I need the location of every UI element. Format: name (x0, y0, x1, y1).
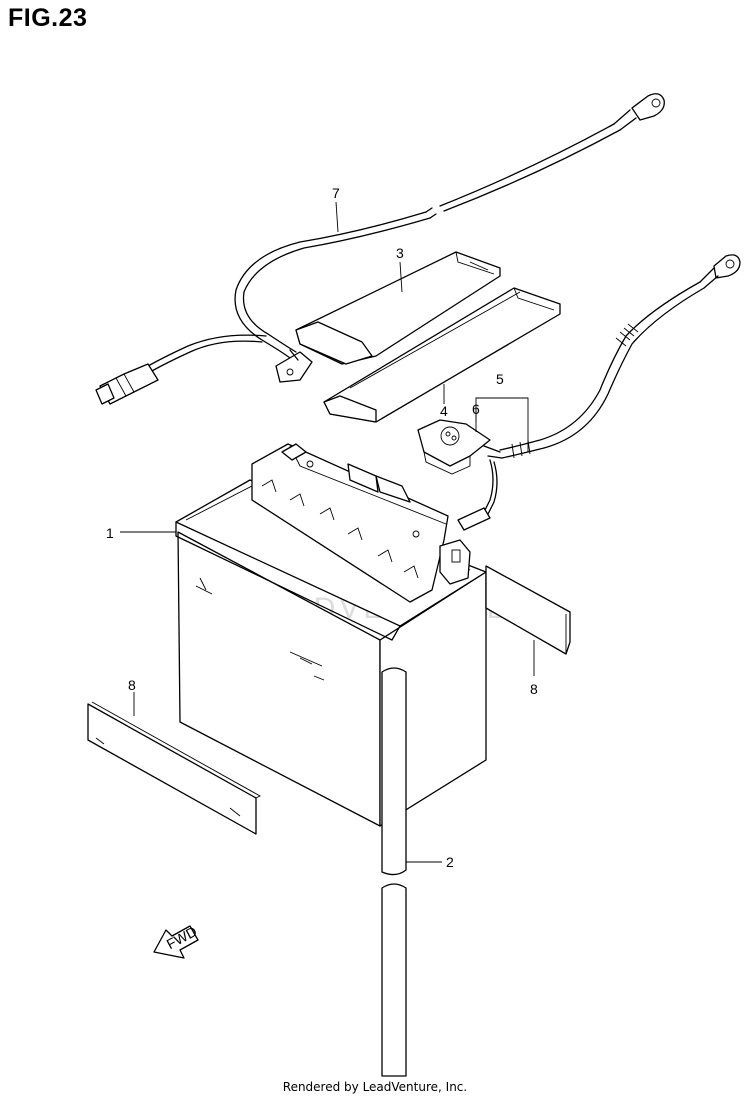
figure-title: FIG.23 (8, 4, 88, 32)
strap-lower[interactable] (323, 287, 561, 423)
callout-1: 1 (106, 525, 114, 541)
callout-5: 5 (496, 371, 504, 387)
footer-credit: Rendered by LeadVenture, Inc. (282, 1080, 468, 1094)
callout-7: 7 (332, 185, 340, 201)
spacer-right[interactable] (485, 565, 571, 655)
cable-assy[interactable] (499, 254, 741, 459)
strap-upper[interactable] (295, 251, 501, 365)
callout-8-left: 8 (128, 677, 136, 693)
lead-wire[interactable] (95, 93, 665, 405)
callout-2: 2 (446, 854, 454, 870)
fwd-arrow-icon: FWD (153, 923, 199, 959)
battery[interactable] (175, 443, 487, 827)
callout-6: 6 (472, 401, 480, 417)
callout-4: 4 (440, 403, 448, 419)
callout-3: 3 (396, 245, 404, 261)
tube[interactable] (381, 667, 407, 1077)
terminal-cover[interactable] (417, 419, 503, 531)
spacer-left[interactable] (87, 701, 261, 835)
leader-lines (120, 201, 535, 863)
callout-8-right: 8 (530, 681, 538, 697)
